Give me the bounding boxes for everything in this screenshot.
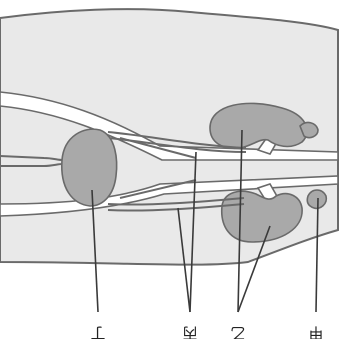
bladder [62,129,117,206]
label-bing: 丙 [182,324,197,339]
adrenal-gland [307,190,326,208]
label-yi: 乙 [230,324,245,339]
label-jia: 甲 [308,324,323,339]
label-ding: 丁 [90,324,105,339]
